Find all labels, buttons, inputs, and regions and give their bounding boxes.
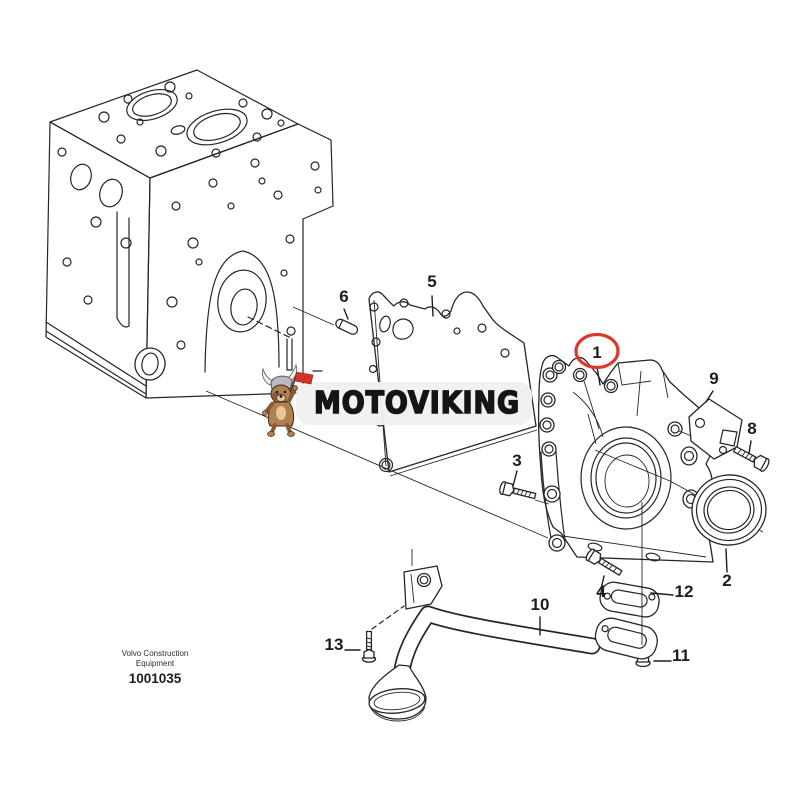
footer-company-line2: Equipment <box>136 659 175 668</box>
callout-9: 9 <box>709 369 718 388</box>
callout-5: 5 <box>427 272 436 291</box>
callout-4: 4 <box>596 582 606 601</box>
callout-12: 12 <box>675 582 694 601</box>
bolt-part-4 <box>585 548 623 576</box>
oil-pump-housing-part-1 <box>537 355 714 563</box>
callout-leader-lines <box>343 295 752 662</box>
callout-10: 10 <box>531 595 550 614</box>
callout-11: 11 <box>672 646 690 665</box>
mascot-red-flag <box>294 371 314 385</box>
bolt13-dashed-locator <box>371 605 405 630</box>
callout-3: 3 <box>512 451 521 470</box>
callout-labels: 1 2 3 4 5 6 8 9 10 11 12 13 <box>325 272 757 665</box>
viking-dog-logo <box>262 363 314 437</box>
dowel-pin-part-6 <box>292 306 359 335</box>
callout-8: 8 <box>747 419 756 438</box>
callout-13: 13 <box>325 635 344 654</box>
callout-1: 1 <box>592 343 601 362</box>
callout-6: 6 <box>339 287 348 306</box>
bolt-part-8 <box>732 446 770 472</box>
watermark-brand-text: MOTOVIKING <box>314 386 520 421</box>
watermark: MOTOVIKING <box>262 363 532 437</box>
crankshaft-seal-part-2 <box>691 474 767 546</box>
callout-2: 2 <box>722 571 731 590</box>
bolt-part-13 <box>361 630 377 663</box>
footer-company-line1: Volvo Construction <box>122 649 189 658</box>
cover-plate-part-9 <box>678 398 743 460</box>
watermark-panel <box>296 382 532 425</box>
footer: Volvo Construction Equipment 1001035 <box>122 649 189 686</box>
flange-gasket-part-12 <box>599 581 660 618</box>
oil-suction-pipe-part-10 <box>368 549 658 722</box>
footer-drawing-number: 1001035 <box>129 671 182 686</box>
engine-block <box>45 69 334 399</box>
highlight-circle-part-1 <box>574 332 620 370</box>
relief-valve-pin-part-7 <box>247 316 323 372</box>
bolt-part-3 <box>499 481 537 500</box>
bolt4-alignment-line <box>205 390 549 539</box>
bolt3-locator-line <box>534 499 550 505</box>
